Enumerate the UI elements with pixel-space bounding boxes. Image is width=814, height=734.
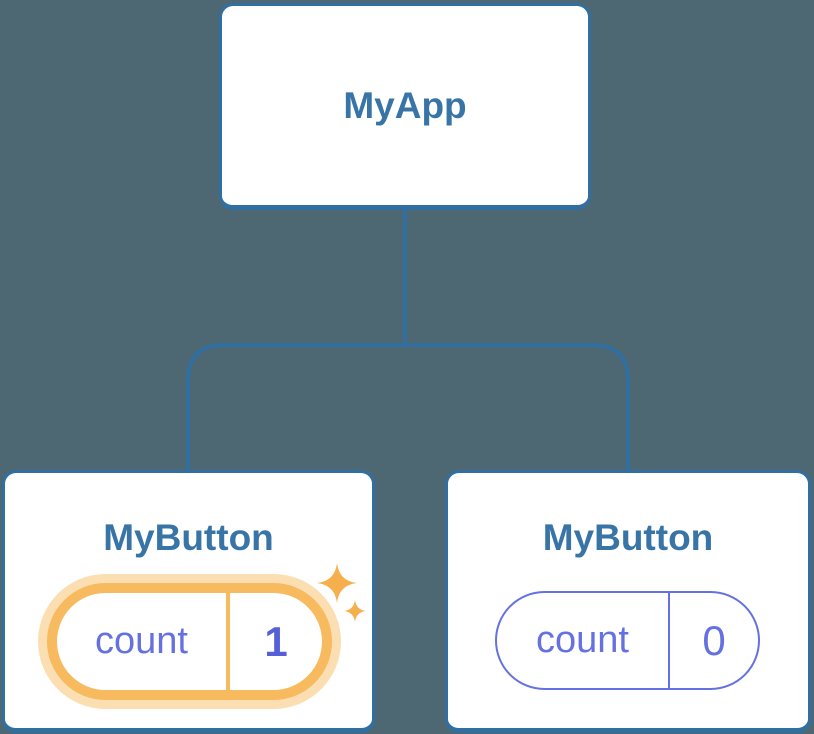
branch-bracket-line bbox=[186, 343, 630, 472]
node-mybutton-right: MyButton count 0 bbox=[445, 470, 811, 733]
pill-divider bbox=[668, 593, 670, 688]
node-title: MyButton bbox=[103, 517, 274, 558]
node-myapp: MyApp bbox=[219, 3, 591, 210]
state-label: count bbox=[536, 619, 629, 661]
pill-divider bbox=[226, 593, 230, 690]
state-value: 0 bbox=[702, 616, 726, 664]
state-value: 1 bbox=[264, 617, 288, 665]
state-label: count bbox=[95, 620, 188, 662]
node-title: MyButton bbox=[542, 517, 714, 558]
state-pill-highlighted: count 1 bbox=[47, 583, 332, 700]
sparkle-icon bbox=[317, 563, 366, 622]
state-pill: count 0 bbox=[495, 591, 760, 690]
node-title: MyApp bbox=[343, 84, 467, 126]
node-mybutton-left: MyButton count 1 bbox=[2, 470, 375, 733]
